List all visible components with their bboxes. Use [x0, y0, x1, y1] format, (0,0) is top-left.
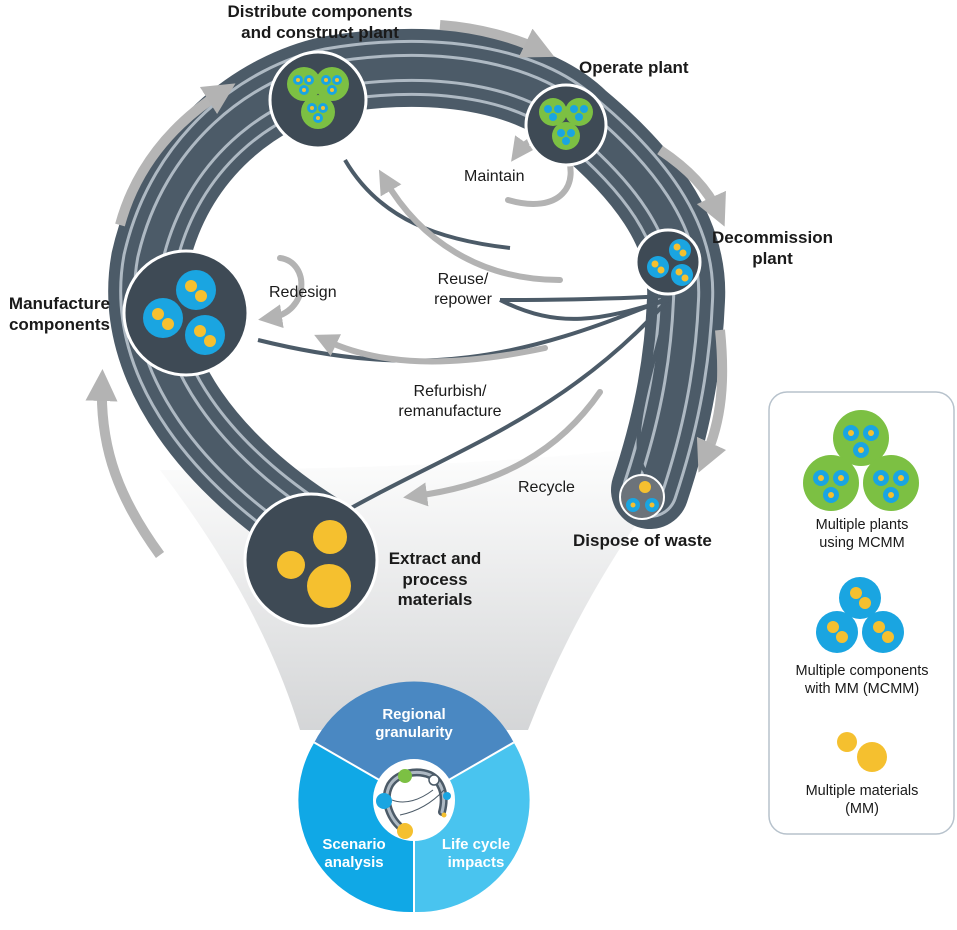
- label-decommission-line2: plant: [752, 248, 793, 268]
- legend: [768, 391, 955, 835]
- node-extract: [243, 492, 379, 628]
- label-extract-line2: process: [402, 569, 468, 589]
- label-recycle: Recycle: [518, 479, 575, 496]
- legend-materials-label: Multiple materials (MM): [769, 782, 955, 818]
- node-manufacture: [122, 249, 250, 377]
- label-refurbish-line1: Refurbish/: [413, 383, 487, 400]
- label-extract-line1: Extract and: [388, 549, 482, 568]
- label-regional-line2: granularity: [375, 724, 453, 741]
- refurbish-arrow: [314, 334, 548, 365]
- label-manufacture-line2: components: [8, 314, 110, 334]
- node-operate: [524, 83, 608, 167]
- label-dispose: Dispose of waste: [573, 531, 712, 550]
- label-reuse: Reuse/ repower: [418, 270, 508, 309]
- label-extract: Extract and process materials: [380, 549, 490, 611]
- reuse-arrow: [378, 169, 563, 283]
- legend-materials-icon: [837, 732, 887, 772]
- analysis-circle: [298, 681, 530, 916]
- outer-arrows: [85, 20, 728, 558]
- label-refurbish-line2: remanufacture: [398, 402, 502, 420]
- legend-components-label: Multiple components with MM (MCMM): [769, 662, 955, 698]
- label-distribute-line2: and construct plant: [241, 22, 399, 42]
- label-maintain: Maintain: [464, 168, 525, 185]
- label-lifecycle-line1: Life cycle: [441, 836, 511, 853]
- legend-materials-line1: Multiple materials: [805, 783, 919, 799]
- label-decommission: Decommission plant: [705, 228, 840, 269]
- label-operate: Operate plant: [579, 58, 689, 77]
- label-manufacture: Manufacture components: [0, 294, 110, 335]
- label-lifecycle-line2: impacts: [447, 854, 505, 871]
- label-distribute: Distribute components and construct plan…: [190, 2, 450, 43]
- label-scenario-line2: analysis: [324, 854, 384, 871]
- label-reuse-line2: repower: [434, 290, 492, 308]
- arrow-to-operate: [439, 20, 555, 58]
- label-manufacture-line1: Manufacture: [8, 294, 110, 313]
- legend-components-line1: Multiple components: [795, 663, 929, 679]
- label-refurbish: Refurbish/ remanufacture: [380, 382, 520, 421]
- label-distribute-line1: Distribute components: [227, 2, 413, 21]
- legend-components-line2: with MM (MCMM): [804, 681, 920, 698]
- node-distribute: [268, 50, 368, 150]
- label-regional: Regional granularity: [364, 706, 464, 742]
- redesign-arrow: [258, 255, 305, 329]
- label-reuse-line1: Reuse/: [437, 271, 489, 288]
- recycle-arrow: [403, 389, 603, 507]
- node-dispose: [619, 474, 665, 520]
- label-decommission-line1: Decommission: [712, 228, 833, 247]
- label-lifecycle: Life cycle impacts: [434, 836, 518, 872]
- legend-plants-icon: [803, 410, 919, 511]
- arrow-to-distribute: [115, 83, 236, 227]
- arrow-to-decommission: [657, 145, 726, 227]
- arrow-to-dispose: [696, 329, 728, 473]
- mini-ring: [376, 768, 451, 839]
- label-regional-line1: Regional: [382, 706, 446, 723]
- legend-materials-line2: (MM): [845, 801, 879, 818]
- label-scenario-line1: Scenario: [322, 836, 386, 853]
- label-scenario: Scenario analysis: [314, 836, 394, 872]
- legend-plants-line1: Multiple plants: [815, 517, 909, 533]
- legend-plants-label: Multiple plants using MCMM: [769, 516, 955, 552]
- label-extract-line3: materials: [397, 590, 473, 610]
- legend-components-icon: [816, 577, 904, 653]
- label-redesign: Redesign: [269, 284, 337, 301]
- arrow-to-manufacture: [85, 369, 165, 558]
- legend-plants-line2: using MCMM: [819, 535, 905, 552]
- node-decommission: [634, 228, 702, 296]
